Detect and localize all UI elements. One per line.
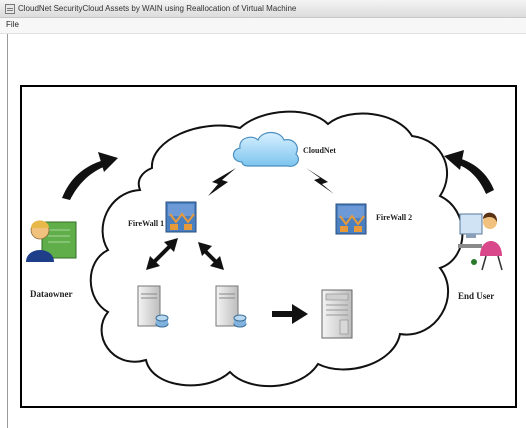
dataowner-label: Dataowner [30, 289, 73, 299]
dataowner-icon [26, 220, 77, 262]
left-panel-divider [0, 34, 8, 428]
firewall-1-label: FireWall 1 [128, 219, 164, 228]
app-window-icon [5, 3, 15, 14]
server-2-icon [215, 285, 247, 328]
enduser-icon [458, 212, 503, 271]
server-1-icon [137, 285, 169, 328]
upload-curved-arrow [62, 152, 118, 200]
bidirectional-arrow-left [146, 238, 178, 270]
cloudnet-cloud-icon [232, 131, 300, 167]
lightning-arrow-right [306, 168, 334, 194]
firewall-2-icon [335, 203, 367, 235]
window-title: CloudNet SecurityCloud Assets by WAIN us… [18, 4, 297, 13]
menu-file[interactable]: File [6, 20, 19, 29]
firewall-1-icon [165, 201, 197, 233]
window-titlebar: CloudNet SecurityCloud Assets by WAIN us… [0, 0, 526, 18]
server-3-icon [321, 289, 353, 339]
cloudnet-label: CloudNet [303, 146, 336, 155]
bidirectional-arrow-right [198, 242, 224, 270]
menu-bar: File [0, 18, 526, 34]
migration-arrow [272, 304, 308, 324]
lightning-arrow-left [208, 168, 236, 196]
download-curved-arrow [444, 150, 494, 194]
firewall-2-label: FireWall 2 [376, 213, 412, 222]
enduser-label: End User [458, 291, 494, 301]
network-cloud-boundary [89, 110, 464, 388]
